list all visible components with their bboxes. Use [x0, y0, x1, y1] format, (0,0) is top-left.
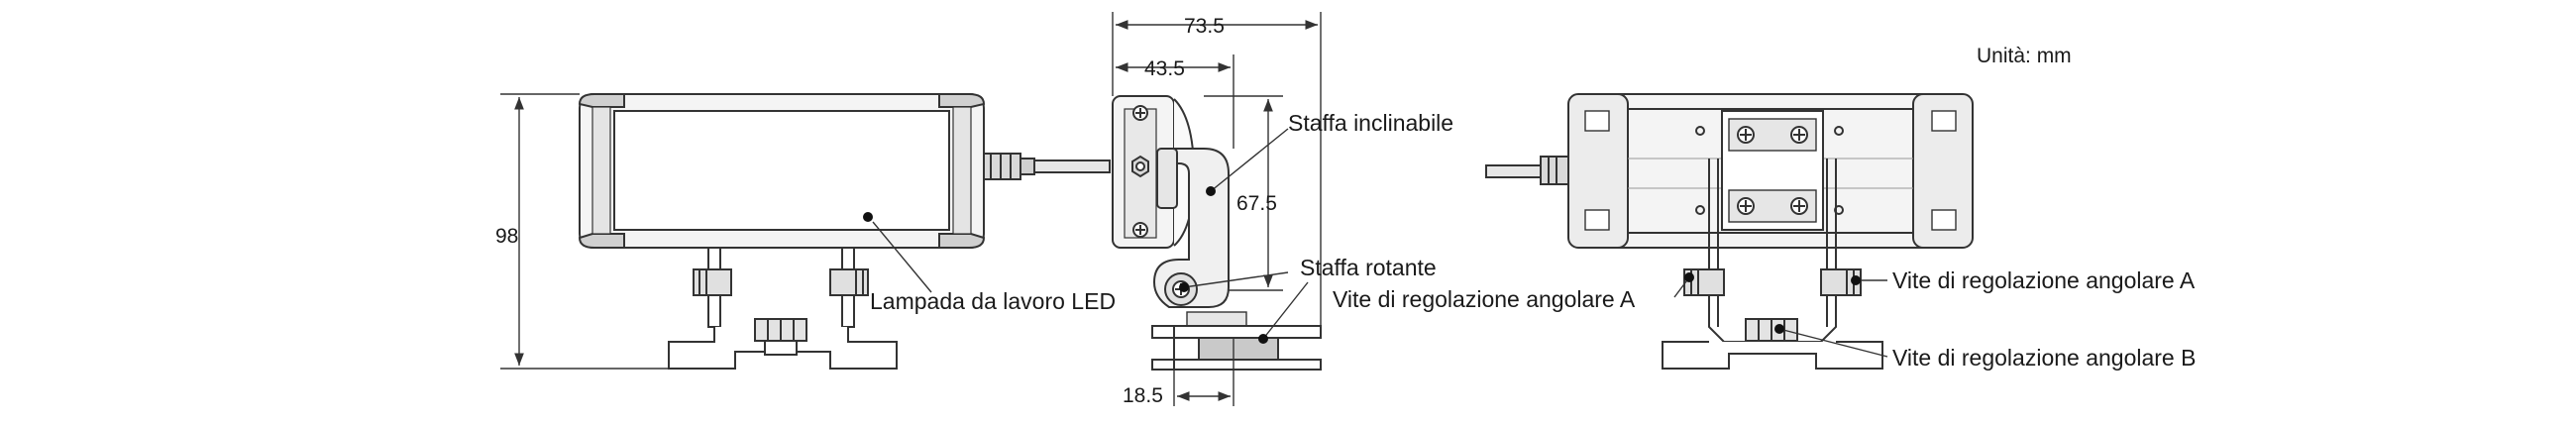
side-view — [1112, 95, 1322, 371]
led-lamp-label: Lampada da lavoro LED — [870, 288, 1116, 314]
dim-width-73-5: 73.5 — [1184, 15, 1225, 38]
base-dot — [1258, 334, 1268, 344]
led-leader — [872, 221, 932, 293]
side-dims — [1112, 12, 1322, 406]
back-view — [1485, 93, 1974, 370]
rotating-bracket-dot — [1179, 282, 1189, 292]
screw-a-right-label: Vite di regolazione angolare A — [1892, 267, 2196, 293]
units-label: Unità: mm — [1977, 45, 2072, 67]
dim-height-98 — [500, 93, 669, 370]
screw-b-label: Vite di regolazione angolare B — [1892, 345, 2196, 371]
front-bracket — [668, 247, 898, 370]
screw-b-dot — [1774, 324, 1784, 334]
rotating-bracket-label: Staffa rotante — [1300, 255, 1437, 280]
dim-height-67-5: 67.5 — [1236, 192, 1277, 215]
tilt-bracket-label: Staffa inclinabile — [1288, 110, 1453, 136]
side-leaders — [1183, 128, 1309, 340]
front-view — [578, 93, 1111, 370]
screw-a-right-dot — [1851, 275, 1861, 285]
cable-left-view — [980, 153, 1111, 180]
screw-a-left-label: Vite di regolazione angolare A — [1333, 286, 1636, 312]
dim-height-98-text: 98 — [495, 225, 518, 248]
screw-a-left-dot — [1684, 272, 1694, 282]
tilt-bracket-dot — [1206, 186, 1216, 196]
led-marker-dot — [863, 212, 873, 222]
dim-offset-18-5: 18.5 — [1123, 384, 1163, 407]
dim-width-43-5: 43.5 — [1144, 57, 1185, 80]
